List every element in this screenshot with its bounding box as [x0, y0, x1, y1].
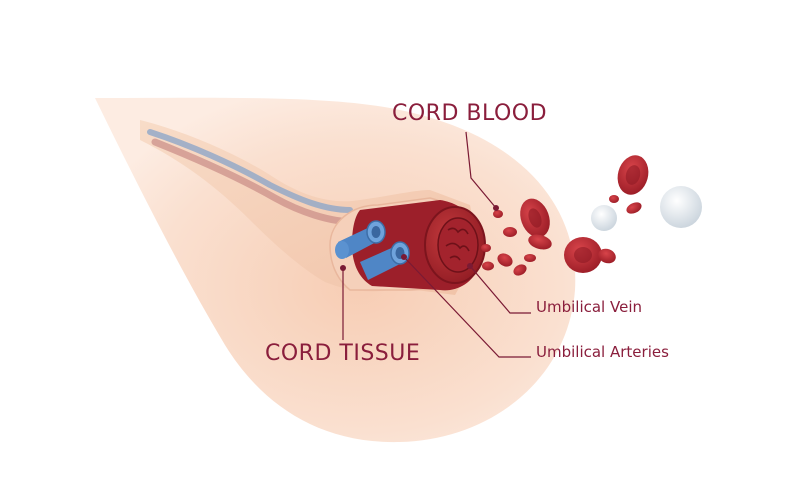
- white-blood-cells: [591, 186, 702, 231]
- leader-umbilical-vein: [469, 265, 531, 314]
- cord-inner-vessel-streak-red: [151, 138, 359, 226]
- leader-cord-blood: [465, 131, 497, 209]
- vein-lumen-texture: [445, 227, 470, 261]
- leader-lines: [342, 131, 531, 358]
- leader-umbilical-arteries: [403, 256, 531, 358]
- cord-inner-vessel-streak: [147, 129, 353, 213]
- umbilical-vein-label: Umbilical Vein: [536, 298, 642, 316]
- umbilical-arteries-label: Umbilical Arteries: [536, 343, 669, 361]
- red-blood-cells: [481, 155, 649, 276]
- leader-dots: [340, 205, 499, 271]
- cord-tissue-label: CORD TISSUE: [265, 341, 421, 366]
- cord-blood-label: CORD BLOOD: [392, 101, 548, 126]
